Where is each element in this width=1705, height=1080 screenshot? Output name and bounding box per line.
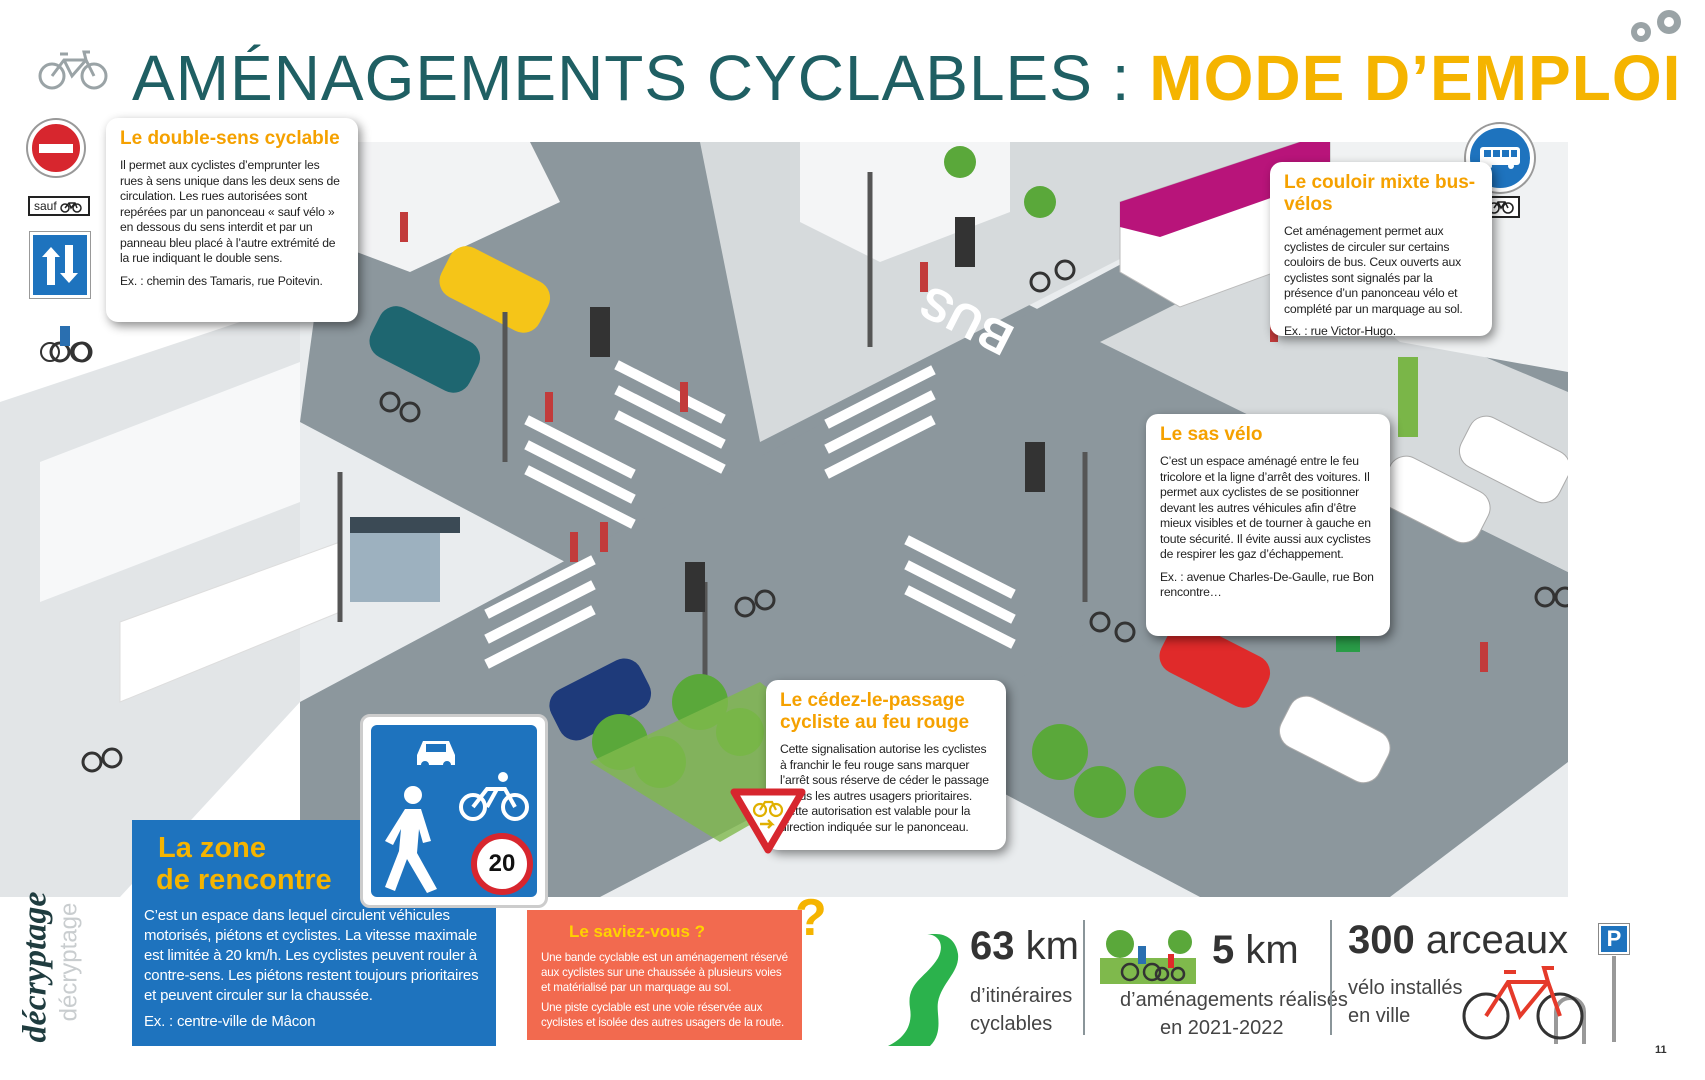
brand-text: décryptage [16,891,54,1043]
callout-double-sens-title: Le double-sens cyclable [120,128,340,149]
stat-3-unit: arceaux [1425,918,1569,962]
zone-rencontre-sign: 20 [360,714,548,908]
zone-text: C’est un espace dans lequel circulent vé… [144,907,479,1004]
callout-cedez-passage: Le cédez-le-passage cycliste au feu roug… [766,680,1006,850]
cyclist-icon [40,326,90,362]
speed-limit-sign: 20 [471,833,533,895]
stat-3-value: 300 arceaux [1348,918,1568,963]
double-sens-sign [30,232,90,298]
saviez-vous-panel: Le saviez-vous ? Une bande cyclable est … [527,910,802,1040]
car-icon [417,741,455,769]
stat-2-line2: en 2021-2022 [1160,1017,1284,1039]
title-part2: MODE D’EMPLOI [1149,42,1682,114]
zone-rencontre-panel: La zone de rencontre C’est un espace dan… [132,820,496,1046]
family-cyclists-icon [1100,930,1196,984]
gears-icon [1631,10,1681,42]
parking-pole [1612,956,1616,1042]
stat-1-value: 63 km [970,924,1079,969]
callout-double-sens-text: Il permet aux cyclistes d’emprunter les … [120,158,340,265]
sauf-velo-label: sauf [34,199,57,213]
separator [1083,920,1085,1035]
sauf-velo-plate: sauf [28,196,90,216]
yield-cyclist-sign [730,788,806,854]
bicycle-icon [60,202,82,213]
road-icon [888,934,959,1046]
stat-2-line1: d’aménagements réalisés [1120,989,1348,1011]
zone-example: Ex. : centre-ville de Mâcon [144,1013,316,1030]
bicycle-icon [38,50,108,90]
stat-1-line2: cyclables [970,1013,1053,1035]
stat-3-line2: en ville [1348,1005,1411,1027]
page-number: 11 [1655,1044,1667,1056]
parking-sign-label: P [1606,926,1622,951]
callout-sas-velo: Le sas vélo C’est un espace aménagé entr… [1146,414,1390,636]
callout-couloir-title: Le couloir mixte bus-vélos [1284,172,1476,215]
callout-sas-velo-example: Ex. : avenue Charles-De-Gaulle, rue Bon … [1160,569,1374,600]
stat-2-number: 5 [1212,928,1235,972]
callout-double-sens-example: Ex. : chemin des Tamaris, rue Poitevin. [120,273,323,288]
brand-text-ghost: décryptage [55,902,83,1022]
speed-limit-value: 20 [488,850,516,877]
stat-3-number: 300 [1348,918,1415,962]
bike-rack-icon [1462,966,1586,1044]
two-way-arrows-icon [42,245,78,285]
zone-title-line2: de rencontre [156,864,332,896]
parking-sign: P [1599,924,1629,954]
saviez-vous-p1: Une bande cyclable est un aménagement ré… [541,951,788,994]
bus-icon [1480,147,1520,169]
callout-sas-velo-text: C’est un espace aménagé entre le feu tri… [1160,454,1371,561]
callout-couloir-text: Cet aménagement permet aux cyclistes de … [1284,224,1463,316]
callout-couloir: Le couloir mixte bus-vélos Cet aménageme… [1270,162,1492,338]
title-part1: AMÉNAGEMENTS CYCLABLES : [132,42,1150,114]
zone-title-line1: La zone [158,832,266,864]
question-mark: ? [795,889,827,947]
brand-mark: décryptage décryptage [16,868,90,1068]
callout-cedez-passage-title: Le cédez-le-passage cycliste au feu roug… [780,690,970,733]
callout-double-sens: Le double-sens cyclable Il permet aux cy… [106,118,358,322]
callout-sas-velo-title: Le sas vélo [1160,424,1263,445]
page-title: AMÉNAGEMENTS CYCLABLES : MODE D’EMPLOI [132,40,1681,116]
stat-1-number: 63 [970,924,1015,968]
pedestrian-icon [385,786,437,893]
stat-2-value: 5 km [1212,928,1299,973]
callout-couloir-example: Ex. : rue Victor-Hugo. [1284,324,1396,338]
stat-3-line1: vélo installés [1348,977,1463,999]
bicycle-icon [459,772,529,821]
separator [1330,920,1332,1035]
stat-2-unit: km [1245,928,1299,972]
callout-cedez-passage-text: Cette signalisation autorise les cyclist… [780,742,989,834]
no-entry-sign [28,120,84,176]
stat-1-unit: km [1025,924,1079,968]
saviez-vous-title: Le saviez-vous ? [569,922,706,941]
bicycle-icon [1488,201,1514,214]
stat-1-line1: d’itinéraires [970,985,1073,1007]
saviez-vous-p2: Une piste cyclable est une voie réservée… [541,1001,785,1029]
